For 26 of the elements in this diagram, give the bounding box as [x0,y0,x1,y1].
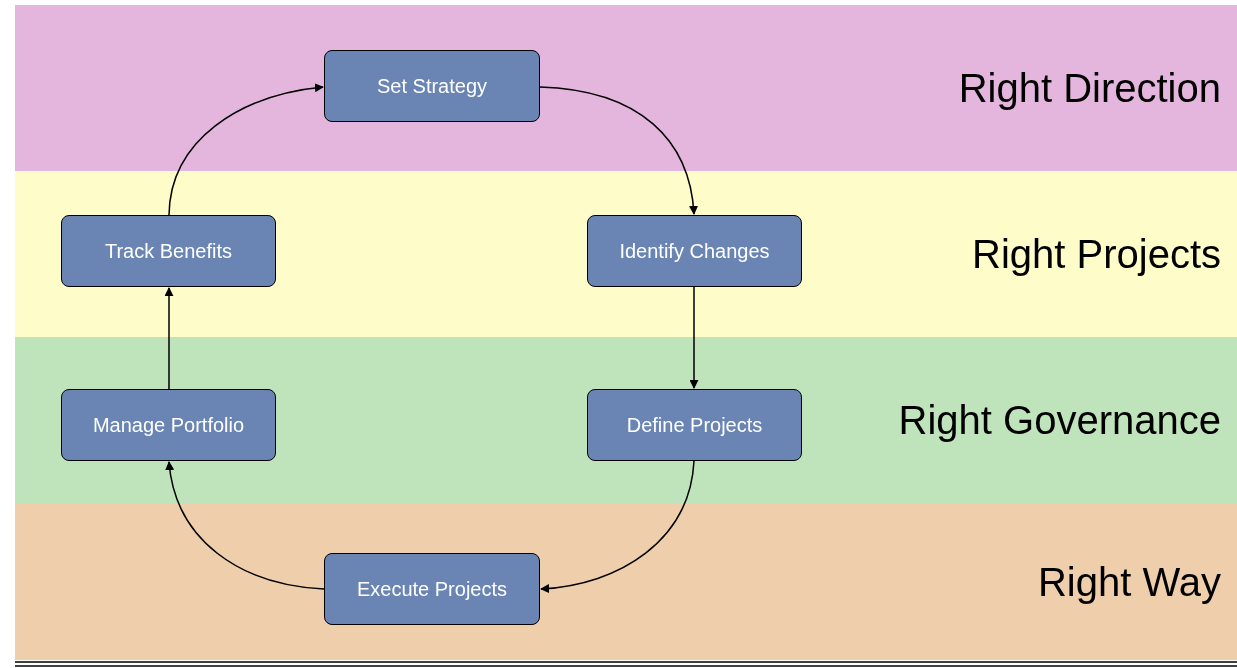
band-label: Right Governance [898,397,1221,444]
arrow [540,460,695,593]
process-box [587,215,802,287]
arrow [689,286,699,389]
arrow [165,461,325,590]
process-label: Identify Changes [619,239,770,264]
process-label: Manage Portfolio [92,413,245,438]
process-label: Track Benefits [104,239,233,264]
process-box [324,50,540,122]
process-label: Define Projects [626,413,763,438]
band-label: Right Direction [958,65,1221,112]
process-box [324,553,540,625]
arrow [168,83,324,216]
process-label: Execute Projects [356,577,508,602]
band-label: Right Projects [972,231,1221,278]
band [15,337,1237,503]
process-box [587,389,802,461]
band [15,171,1237,337]
process-box [61,389,276,461]
process-box [61,215,276,287]
process-label: Set Strategy [376,74,488,99]
band-label: Right Way [1038,558,1221,606]
band [15,5,1237,171]
band [15,503,1237,660]
arrow [164,287,174,390]
arrow [539,86,698,215]
